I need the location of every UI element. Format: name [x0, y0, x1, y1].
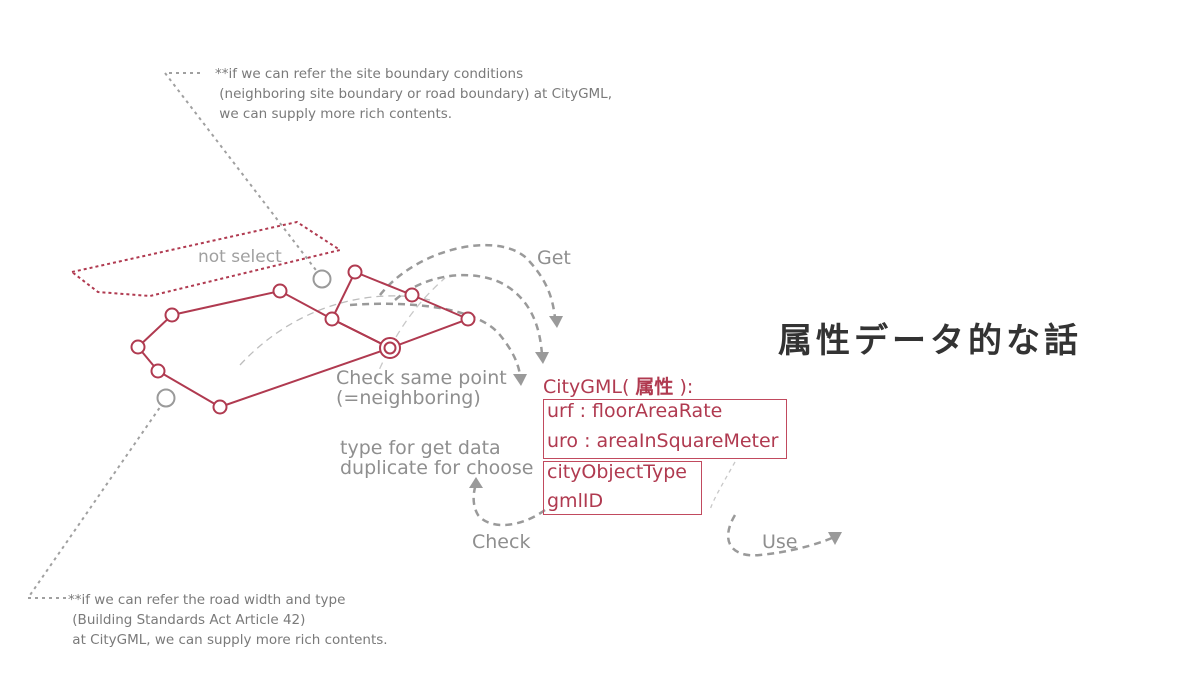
neighboring-label: (=neighboring): [336, 387, 481, 409]
vertex: [164, 307, 180, 323]
citygml-header-bold: 属性: [635, 376, 674, 398]
get-label: Get: [537, 247, 571, 269]
not-select-label: not select: [198, 247, 282, 267]
use-arrowhead: [828, 532, 842, 545]
check-label: Check: [472, 531, 531, 553]
duplicate-for-choose-label: duplicate for choose: [340, 457, 534, 479]
bottom-note-leader: [26, 399, 166, 599]
road-boundary-node-top: [312, 269, 332, 289]
citygml-header: CityGML( 属性 ):: [543, 372, 693, 399]
check-point-arrow: [349, 302, 522, 376]
attr-floor-area-rate: urf : floorAreaRate: [547, 400, 723, 422]
citygml-header-suffix: ):: [673, 376, 694, 398]
citygml-header-prefix: CityGML(: [543, 376, 636, 398]
top-note: **if we can refer the site boundary cond…: [215, 66, 612, 122]
check-arrowhead: [469, 477, 483, 488]
attr-city-object-type: cityObjectType: [547, 461, 687, 483]
use-label: Use: [762, 531, 798, 553]
attr-gml-id: gmlID: [547, 490, 604, 512]
faint-curve-2: [374, 277, 446, 381]
urban-attributes-box: [543, 399, 787, 459]
vertex: [347, 264, 363, 280]
faint-curve-3: [709, 461, 736, 511]
type-for-get-data-label: type for get data: [340, 437, 501, 459]
get-arrow-1: [379, 243, 557, 319]
vertex: [212, 399, 228, 415]
site-polygon-right: [330, 270, 471, 350]
vertex: [130, 339, 146, 355]
vertex: [150, 363, 166, 379]
top-note-leader: [162, 72, 323, 279]
vertex: [404, 287, 420, 303]
bottom-note: **if we can refer the road width and typ…: [68, 592, 388, 648]
check-same-point-label: Check same point: [336, 367, 507, 389]
check-arrow: [472, 483, 546, 527]
not-select-region: [69, 220, 343, 298]
polygon-vertices: [130, 264, 476, 415]
shared-vertex-inner: [383, 341, 397, 355]
get-arrowhead-1: [549, 316, 563, 328]
attr-area-in-square-meter: uro : areaInSquareMeter: [547, 430, 779, 452]
use-arrow: [726, 514, 833, 557]
get-arrow-2: [394, 273, 544, 356]
core-attributes-box: [543, 461, 702, 515]
faint-curve-1: [239, 295, 431, 366]
vertex: [272, 283, 288, 299]
vertex: [460, 311, 476, 327]
check-point-arrowhead: [513, 374, 527, 386]
road-boundary-node-bottom: [156, 388, 176, 408]
vertex: [324, 311, 340, 327]
get-arrowhead-2: [535, 352, 549, 364]
page-title: 属性データ的な話: [778, 321, 1082, 361]
